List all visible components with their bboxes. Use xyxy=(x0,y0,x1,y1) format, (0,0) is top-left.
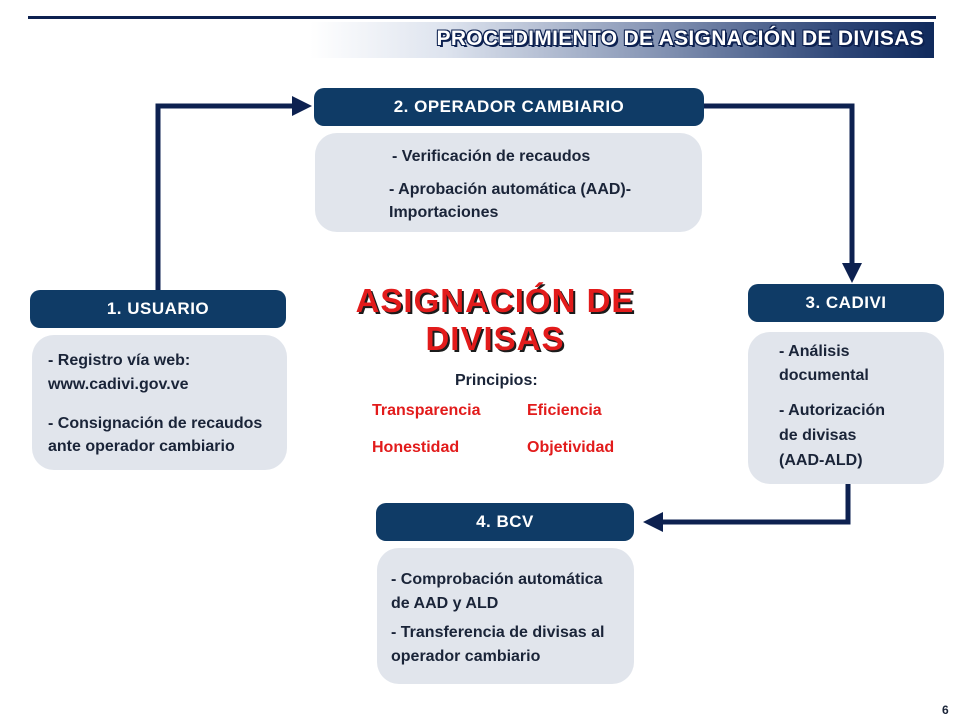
operador-label: 2. OPERADOR CAMBIARIO xyxy=(393,97,625,116)
connector-usuario-to-operador xyxy=(155,96,313,290)
operador-line-2: - Aprobación automática (AAD)- xyxy=(389,181,632,198)
bcv-box: - Comprobación automática de AAD y ALD -… xyxy=(377,548,634,684)
usuario-box: - Registro vía web: www.cadivi.gov.ve - … xyxy=(32,335,287,470)
center-title: ASIGNACIÓN DE DIVISAS xyxy=(320,282,670,358)
cadivi-header: 3. CADIVI xyxy=(748,284,944,322)
operador-line-1: - Verificación de recaudos xyxy=(392,148,591,165)
usuario-label: 1. USUARIO xyxy=(106,299,210,318)
center-title-line-1: ASIGNACIÓN DE xyxy=(355,282,635,319)
cadivi-line-5: (AAD-ALD) xyxy=(779,452,863,469)
bcv-line-2: de AAD y ALD xyxy=(391,595,499,612)
connector-cadivi-to-bcv xyxy=(642,484,851,532)
usuario-line-1: - Registro vía web: xyxy=(48,352,191,369)
title-banner: PROCEDIMIENTO DE ASIGNACIÓN DE DIVISAS xyxy=(310,22,934,58)
cadivi-line-2: documental xyxy=(779,367,869,384)
cadivi-label: 3. CADIVI xyxy=(805,293,887,312)
cadivi-line-3: - Autorización xyxy=(779,402,886,419)
center-title-line-2: DIVISAS xyxy=(425,320,565,357)
usuario-header: 1. USUARIO xyxy=(30,290,286,328)
usuario-line-4: ante operador cambiario xyxy=(48,438,235,455)
principle-objetividad: Objetividad xyxy=(527,439,615,456)
page-number: 6 xyxy=(942,703,949,717)
principle-honestidad: Honestidad xyxy=(372,439,460,456)
cadivi-line-4: de divisas xyxy=(779,427,857,444)
page-title: PROCEDIMIENTO DE ASIGNACIÓN DE DIVISAS xyxy=(436,27,924,50)
principle-eficiencia: Eficiencia xyxy=(527,402,602,419)
bcv-line-3: - Transferencia de divisas al xyxy=(391,624,605,641)
cadivi-line-1: - Análisis xyxy=(779,343,850,360)
bcv-line-4: operador cambiario xyxy=(391,648,541,665)
cadivi-box: - Análisis documental - Autorización de … xyxy=(748,332,944,484)
connector-operador-to-cadivi xyxy=(704,103,862,284)
operador-box: - Verificación de recaudos - Aprobación … xyxy=(315,133,702,232)
bcv-label: 4. BCV xyxy=(476,512,534,531)
bcv-header: 4. BCV xyxy=(376,503,634,541)
operador-header: 2. OPERADOR CAMBIARIO xyxy=(314,88,704,126)
top-rule xyxy=(28,16,936,19)
operador-line-3: Importaciones xyxy=(389,204,499,221)
principles-label: Principios: xyxy=(455,372,538,389)
usuario-line-3: - Consignación de recaudos xyxy=(48,415,263,432)
bcv-line-1: - Comprobación automática xyxy=(391,571,603,588)
principle-transparencia: Transparencia xyxy=(372,402,481,419)
usuario-line-2: www.cadivi.gov.ve xyxy=(48,376,189,393)
